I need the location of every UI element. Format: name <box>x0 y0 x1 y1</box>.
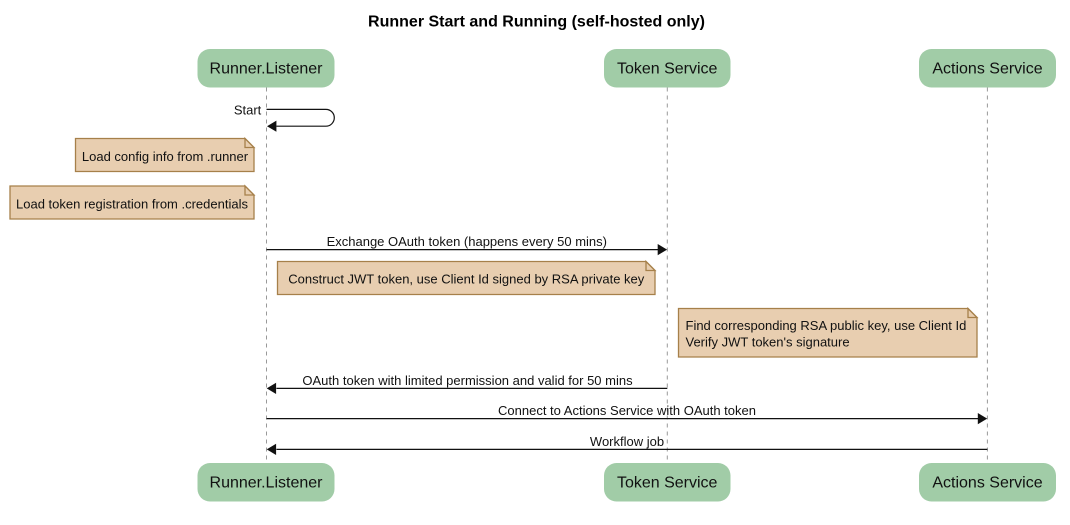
svg-text:OAuth token with limited permi: OAuth token with limited permission and … <box>302 373 633 388</box>
svg-text:Token Service: Token Service <box>617 61 718 78</box>
svg-text:Runner Start and Running (self: Runner Start and Running (self-hosted on… <box>368 14 705 31</box>
svg-text:Connect to Actions Service wit: Connect to Actions Service with OAuth to… <box>498 403 756 418</box>
svg-text:Start: Start <box>234 102 262 117</box>
svg-text:Exchange OAuth token (happens: Exchange OAuth token (happens every 50 m… <box>327 234 607 249</box>
svg-text:Find corresponding RSA public: Find corresponding RSA public key, use C… <box>686 318 967 333</box>
svg-text:Load config info from .runner: Load config info from .runner <box>82 149 249 164</box>
svg-text:Token Service: Token Service <box>617 475 718 492</box>
svg-text:Actions Service: Actions Service <box>932 61 1042 78</box>
svg-text:Runner.Listener: Runner.Listener <box>210 475 324 492</box>
svg-text:Workflow job: Workflow job <box>590 434 664 449</box>
svg-text:Construct JWT token, use Clien: Construct JWT token, use Client Id signe… <box>288 272 644 287</box>
svg-text:Load token registration from .: Load token registration from .credential… <box>16 197 248 212</box>
svg-text:Runner.Listener: Runner.Listener <box>210 61 324 78</box>
svg-text:Actions Service: Actions Service <box>932 475 1042 492</box>
svg-text:Verify JWT token's signature: Verify JWT token's signature <box>686 335 850 350</box>
